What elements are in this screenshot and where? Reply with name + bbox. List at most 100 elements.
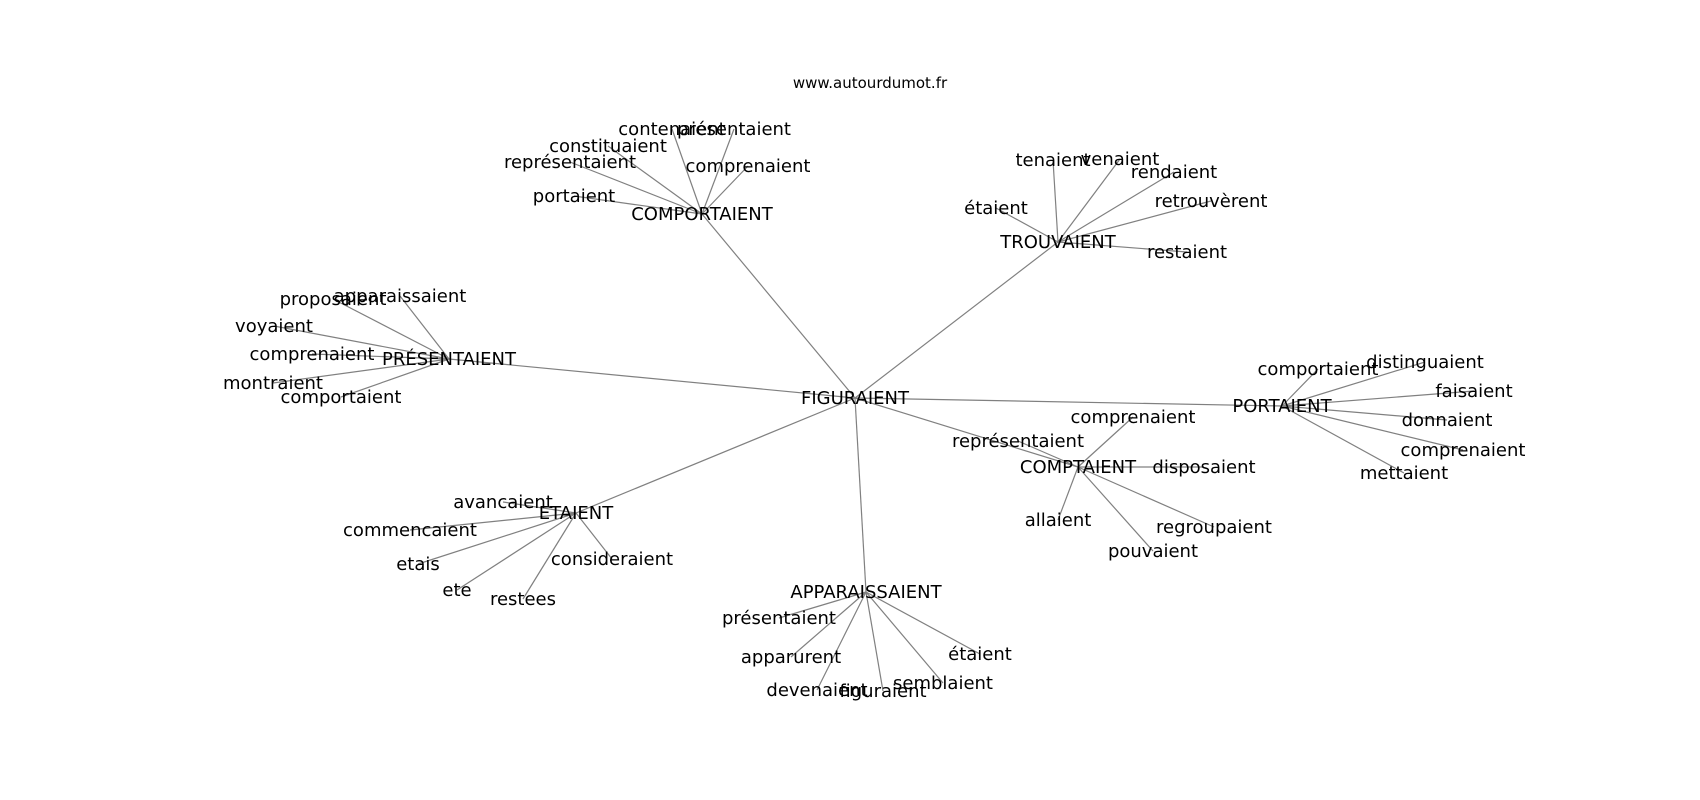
edge-hub-leaf: [701, 128, 735, 215]
leaf-node-label[interactable]: retrouvèrent: [1155, 191, 1268, 212]
leaf-node-label[interactable]: donnaient: [1402, 410, 1493, 431]
leaf-node-label[interactable]: venaient: [1081, 149, 1160, 170]
leaf-node-label[interactable]: allaient: [1025, 510, 1092, 531]
edge-hub-leaf: [1057, 200, 1212, 243]
edge-root-hub: [854, 397, 867, 593]
leaf-node-label[interactable]: mettaient: [1360, 463, 1448, 484]
leaf-node-label[interactable]: représentaient: [504, 152, 636, 173]
leaf-node-label[interactable]: apparaissaient: [334, 286, 467, 307]
leaf-node-label[interactable]: figuraient: [839, 681, 926, 702]
edge-root-hub: [854, 241, 1059, 399]
edge-hub-leaf: [1281, 361, 1426, 407]
edge-hub-leaf: [1281, 405, 1464, 451]
edge-hub-leaf: [417, 512, 577, 565]
edge-hub-leaf: [522, 512, 577, 600]
leaf-node-label[interactable]: comprenaient: [686, 156, 811, 177]
edge-hub-leaf: [671, 128, 703, 215]
leaf-node-label[interactable]: voyaient: [235, 316, 313, 337]
hub-node-label[interactable]: COMPORTAIENT: [631, 204, 774, 225]
leaf-node-label[interactable]: commencaient: [343, 520, 477, 541]
leaf-node-label[interactable]: rendaient: [1131, 162, 1217, 183]
edge-hub-leaf: [569, 161, 703, 215]
leaf-node-label[interactable]: consideraient: [551, 549, 673, 570]
leaf-node-label[interactable]: faisaient: [1435, 381, 1512, 402]
leaf-node-label[interactable]: représentaient: [952, 431, 1084, 452]
leaf-node-label[interactable]: présentaient: [722, 608, 836, 629]
edge-hub-leaf: [273, 325, 450, 360]
hub-node-label[interactable]: ETAIENT: [539, 503, 614, 524]
leaf-node-label[interactable]: semblaient: [893, 673, 993, 694]
edge-hub-leaf: [1281, 368, 1319, 407]
edge-hub-leaf: [790, 591, 867, 658]
edge-hub-leaf: [1077, 466, 1215, 528]
labels-layer: www.autourdumot.fr FIGURAIENT COMPORTAIEN…: [223, 74, 1525, 702]
edge-hub-leaf: [816, 591, 867, 691]
edge-hub-leaf: [1057, 171, 1175, 243]
source-site-label: www.autourdumot.fr: [793, 74, 948, 92]
edge-hub-leaf: [1077, 416, 1134, 468]
edge-hub-leaf: [1281, 390, 1475, 407]
leaf-node-label[interactable]: étaient: [964, 198, 1028, 219]
edge-hub-leaf: [340, 358, 450, 398]
edge-hub-leaf: [701, 165, 749, 215]
edge-hub-leaf: [1057, 158, 1121, 243]
hub-node-label[interactable]: PORTAIENT: [1232, 396, 1332, 417]
leaf-node-label[interactable]: tenaient: [1015, 150, 1090, 171]
edge-hub-leaf: [995, 207, 1059, 243]
leaf-node-label[interactable]: portaient: [533, 186, 615, 207]
leaf-node-label[interactable]: proposaient: [280, 289, 387, 310]
edge-hub-leaf: [778, 591, 867, 619]
leaf-node-label[interactable]: contenaient: [618, 119, 725, 140]
leaf-node-label[interactable]: distinguaient: [1366, 352, 1484, 373]
edge-hub-leaf: [1052, 159, 1059, 243]
edges-layer: [272, 128, 1475, 692]
edge-hub-leaf: [865, 591, 884, 692]
hub-node-label[interactable]: PRÉSENTAIENT: [382, 348, 517, 370]
leaf-node-label[interactable]: avancaient: [453, 492, 553, 513]
edge-hub-leaf: [399, 295, 450, 360]
edge-hub-leaf: [1281, 405, 1448, 421]
edge-hub-leaf: [272, 358, 450, 384]
edge-hub-leaf: [409, 512, 577, 531]
edge-hub-leaf: [1017, 440, 1079, 468]
edge-hub-leaf: [607, 145, 703, 215]
leaf-node-label[interactable]: restees: [490, 589, 556, 610]
leaf-node-label[interactable]: étaient: [948, 644, 1012, 665]
edge-root-hub: [854, 397, 1283, 407]
edge-hub-leaf: [573, 195, 703, 215]
hub-node-label[interactable]: TROUVAIENT: [999, 232, 1116, 253]
edge-root-hub: [575, 397, 856, 514]
edge-hub-leaf: [865, 591, 981, 655]
hub-node-label[interactable]: APPARAISSAIENT: [790, 582, 942, 603]
leaf-node-label[interactable]: pouvaient: [1108, 541, 1198, 562]
edge-hub-leaf: [865, 591, 944, 684]
root-node-label[interactable]: FIGURAIENT: [801, 388, 910, 409]
edge-hub-leaf: [1057, 466, 1079, 521]
leaf-node-label[interactable]: etais: [396, 554, 440, 575]
leaf-node-label[interactable]: regroupaient: [1156, 517, 1272, 538]
leaf-node-label[interactable]: comprenaient: [1071, 407, 1196, 428]
leaf-node-label[interactable]: disposaient: [1152, 457, 1255, 478]
leaf-node-label[interactable]: montraient: [223, 373, 323, 394]
leaf-node-label[interactable]: devenaient: [766, 680, 867, 701]
leaf-node-label[interactable]: restaient: [1147, 242, 1227, 263]
leaf-node-label[interactable]: présentaient: [677, 119, 791, 140]
edge-hub-leaf: [575, 512, 613, 560]
leaf-node-label[interactable]: comportaient: [281, 387, 402, 408]
edge-root-hub: [854, 397, 1079, 468]
edge-hub-leaf: [1057, 241, 1188, 253]
edge-hub-leaf: [1077, 466, 1154, 552]
leaf-node-label[interactable]: apparurent: [741, 647, 841, 668]
edge-hub-leaf: [502, 501, 577, 514]
edge-root-hub: [701, 213, 856, 399]
leaf-node-label[interactable]: comportaient: [1258, 359, 1379, 380]
edge-hub-leaf: [332, 298, 450, 360]
hub-node-label[interactable]: COMPTAIENT: [1020, 457, 1137, 478]
leaf-node-label[interactable]: comprenaient: [250, 344, 375, 365]
leaf-node-label[interactable]: ete: [442, 580, 471, 601]
edge-hub-leaf: [456, 512, 577, 591]
edge-root-hub: [448, 358, 856, 399]
leaf-node-label[interactable]: constituaient: [549, 136, 667, 157]
leaf-node-label[interactable]: comprenaient: [1401, 440, 1526, 461]
